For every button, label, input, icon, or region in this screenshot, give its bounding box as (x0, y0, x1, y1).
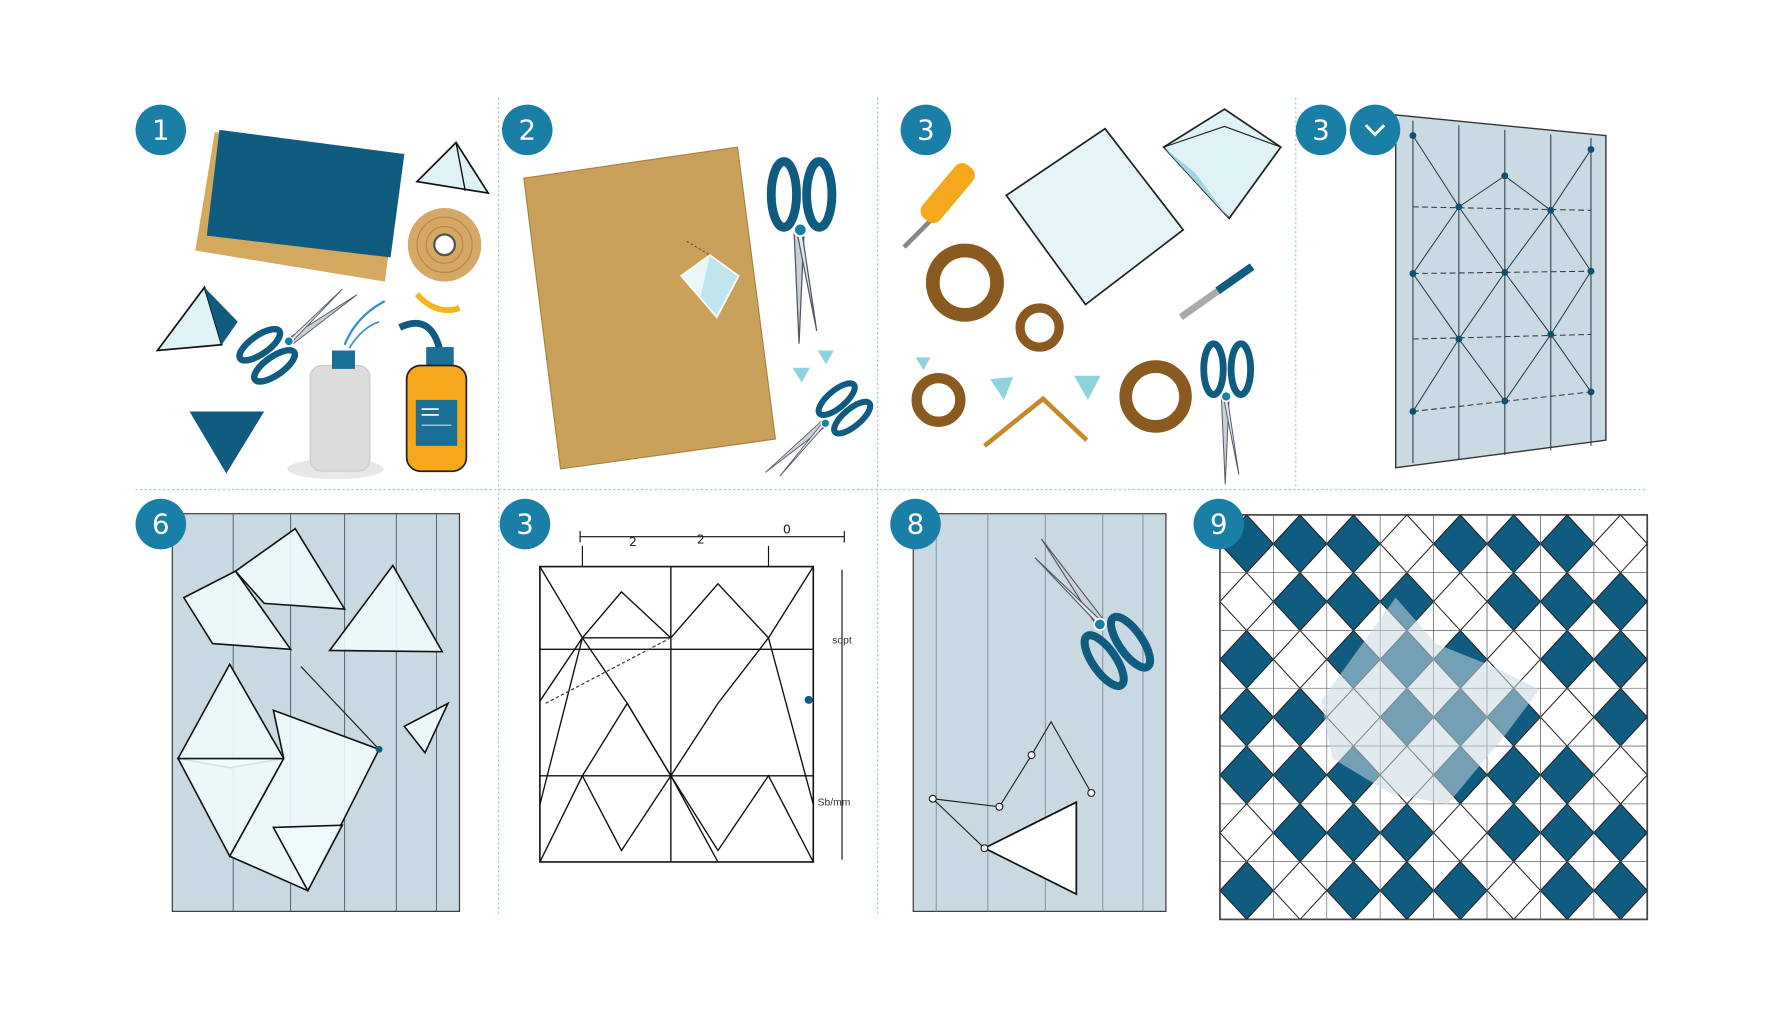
svg-text:2: 2 (518, 113, 536, 146)
tape-roll-icon (1119, 360, 1192, 433)
step-3-panel (902, 108, 1283, 485)
pattern-grid (539, 565, 815, 863)
marked-sheet (1395, 114, 1607, 469)
spray-bottle-icon (287, 300, 386, 480)
tape-roll-icon (407, 208, 482, 282)
crystal-pyramid-icon (415, 141, 490, 195)
crystal-gem-icon (1162, 108, 1283, 220)
step-badge: 6 (135, 498, 187, 550)
step-badge: 9 (1193, 498, 1245, 550)
dimension-label: sopt (832, 636, 852, 647)
step-badge: 3 (1295, 104, 1347, 156)
cardboard-board (523, 146, 777, 470)
tape-roll-icon (925, 243, 1004, 322)
dimension-label: 2 (629, 534, 637, 549)
step-2-panel (523, 146, 875, 490)
sheet-mark-dots (1409, 132, 1595, 415)
teal-triangle-piece (189, 411, 265, 474)
svg-text:8: 8 (907, 508, 925, 541)
paper-square (1005, 127, 1185, 306)
diamond-pattern-lines (539, 566, 814, 863)
step-6-panel (171, 513, 461, 912)
chevron-down-icon[interactable] (1349, 104, 1401, 156)
tape-strip (414, 292, 461, 314)
small-gem-icon (990, 376, 1014, 400)
placement-arrow (300, 666, 380, 750)
small-gem-icon (1074, 375, 1101, 400)
scissors-icon (1204, 344, 1251, 485)
step-1-panel (155, 129, 490, 480)
mosaic-cell (1593, 861, 1648, 920)
step-badge: 1 (135, 104, 187, 156)
teal-paper-sheet (206, 129, 405, 258)
dimension-label: Sb/mm (818, 798, 851, 809)
step-badge: 8 (890, 498, 941, 550)
glue-bottle-icon (398, 320, 468, 473)
crystal-pieces (176, 527, 450, 893)
small-gem-icon (792, 367, 810, 383)
svg-text:9: 9 (1210, 508, 1228, 541)
pen-icon (1178, 263, 1255, 321)
screwdriver-icon (902, 163, 975, 249)
step-badge: 2 (501, 104, 553, 156)
tape-roll-icon (1015, 303, 1064, 352)
panel-dividers (135, 97, 1648, 914)
step-8-panel (912, 513, 1167, 912)
fold-line (545, 638, 669, 704)
mosaic-open-area (1321, 597, 1540, 805)
svg-text:3: 3 (917, 113, 935, 146)
step-4-panel (1395, 114, 1607, 469)
mosaic-pattern (1219, 514, 1648, 921)
step-badge: 3 (900, 104, 952, 156)
svg-text:3: 3 (1312, 113, 1330, 146)
small-gem-icon (817, 350, 834, 365)
step-badge: 3 (499, 498, 551, 550)
svg-text:6: 6 (152, 508, 170, 541)
tape-roll-icon (911, 372, 966, 427)
dimension-label: 0 (783, 521, 791, 536)
step-badges: 1 2 3 3 6 3 8 9 (135, 104, 1401, 550)
scissors-icon (771, 162, 832, 344)
dimension-label: 2 (697, 532, 705, 547)
crystal-gem-icon (679, 240, 740, 319)
step-9-panel (1219, 514, 1649, 921)
svg-text:3: 3 (516, 508, 534, 541)
small-gem-icon (915, 357, 931, 371)
paper-triangle (982, 800, 1078, 896)
angle-stick (983, 395, 1089, 448)
svg-text:1: 1 (152, 113, 170, 146)
step-measure-panel: 2 2 0 sopt Sb/mm (539, 521, 852, 863)
triangle-piece-icon (155, 285, 238, 352)
